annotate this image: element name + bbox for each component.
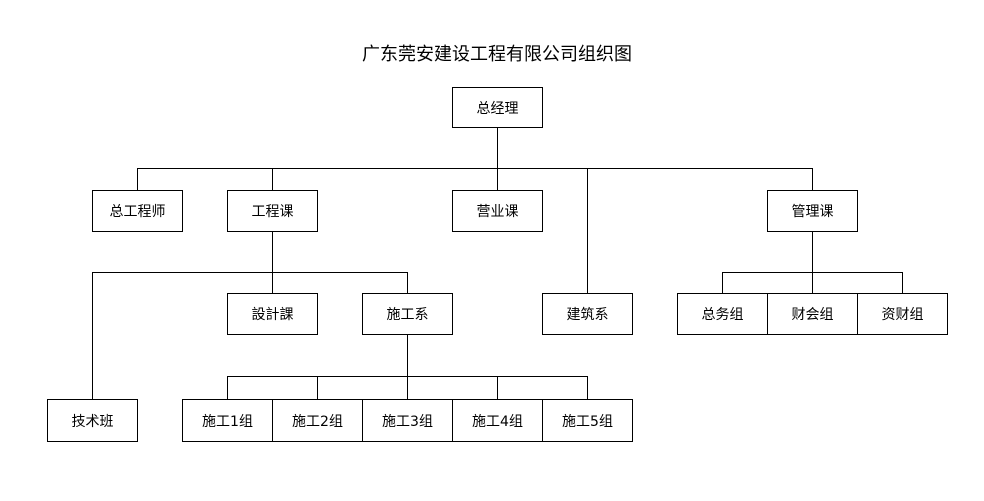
node-finance-group: 财会组 bbox=[767, 293, 858, 335]
connector bbox=[587, 168, 588, 294]
connector bbox=[407, 376, 408, 400]
connector bbox=[407, 334, 408, 376]
node-architecture-dept: 建筑系 bbox=[542, 293, 633, 335]
connector bbox=[497, 127, 498, 168]
connector bbox=[227, 376, 228, 400]
connector bbox=[587, 376, 588, 400]
connector bbox=[407, 272, 408, 294]
connector bbox=[272, 272, 273, 294]
node-chief-engineer: 总工程师 bbox=[92, 190, 183, 232]
connector bbox=[812, 272, 813, 294]
connector bbox=[497, 168, 498, 191]
connector bbox=[812, 231, 813, 272]
node-construction-group-5: 施工5组 bbox=[542, 399, 633, 442]
node-construction-group-4: 施工4组 bbox=[452, 399, 543, 442]
connector bbox=[92, 272, 408, 273]
connector bbox=[317, 376, 318, 400]
node-assets-group: 资财组 bbox=[857, 293, 948, 335]
node-construction-group-2: 施工2组 bbox=[272, 399, 363, 442]
node-general-affairs-group: 总务组 bbox=[677, 293, 768, 335]
connector bbox=[137, 168, 138, 191]
node-general-manager: 总经理 bbox=[452, 87, 543, 128]
node-construction-dept: 施工系 bbox=[362, 293, 453, 335]
node-sales-dept: 营业课 bbox=[452, 190, 543, 232]
connector bbox=[92, 272, 93, 400]
node-technical-team: 技术班 bbox=[47, 399, 138, 442]
connector bbox=[137, 168, 813, 169]
connector bbox=[902, 272, 903, 294]
connector bbox=[722, 272, 723, 294]
node-construction-group-1: 施工1组 bbox=[182, 399, 273, 442]
node-construction-group-3: 施工3组 bbox=[362, 399, 453, 442]
connector bbox=[812, 168, 813, 191]
node-design-dept: 設計課 bbox=[227, 293, 318, 335]
node-engineering-dept: 工程课 bbox=[227, 190, 318, 232]
chart-title: 广东莞安建设工程有限公司组织图 bbox=[362, 44, 632, 65]
connector bbox=[272, 168, 273, 191]
connector bbox=[272, 231, 273, 272]
connector bbox=[497, 376, 498, 400]
node-management-dept: 管理课 bbox=[767, 190, 858, 232]
